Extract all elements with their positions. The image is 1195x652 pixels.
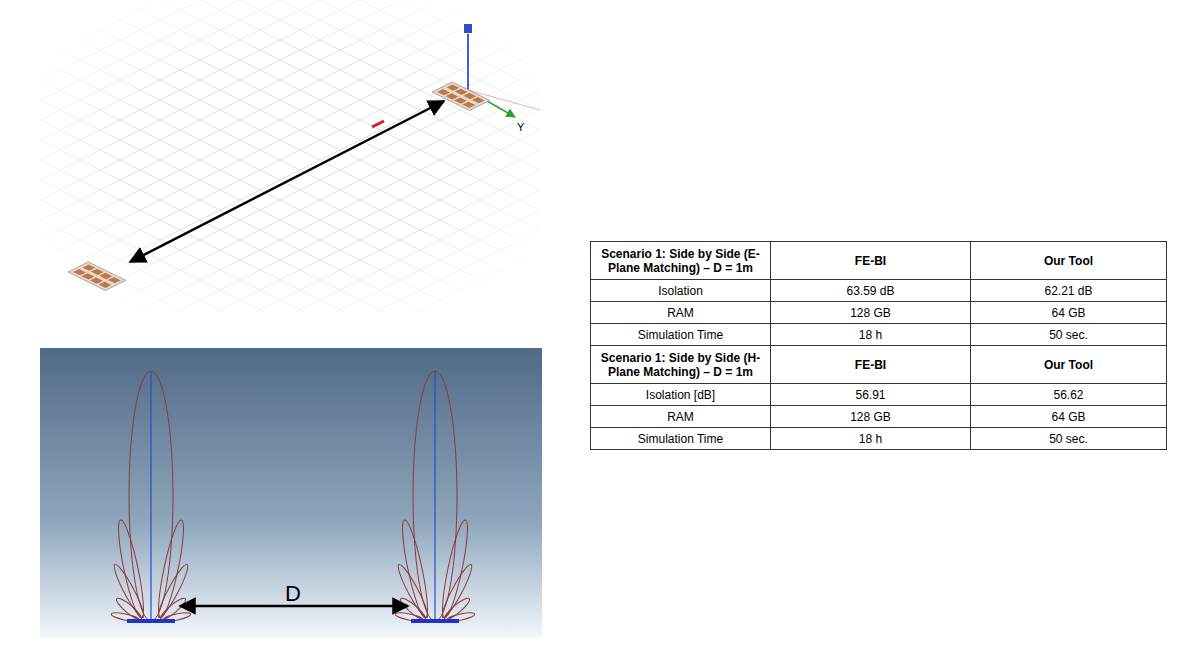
table-cell: 18 h [771, 324, 971, 346]
table-cell: Simulation Time [591, 428, 771, 450]
table-header-cell: Scenario 1: Side by Side (E-Plane Matchi… [591, 242, 771, 280]
table-row: Simulation Time18 h50 sec. [591, 428, 1167, 450]
table-grid: Scenario 1: Side by Side (E-Plane Matchi… [590, 241, 1167, 450]
table-row: Scenario 1: Side by Side (E-Plane Matchi… [591, 242, 1167, 280]
table-cell: 50 sec. [971, 428, 1167, 450]
dimension-label: D [285, 581, 301, 607]
table-row: Scenario 1: Side by Side (H-Plane Matchi… [591, 346, 1167, 384]
table-cell: 50 sec. [971, 324, 1167, 346]
table-cell: Isolation [dB] [591, 384, 771, 406]
table-header-cell: Scenario 1: Side by Side (H-Plane Matchi… [591, 346, 771, 384]
table-cell: 56.62 [971, 384, 1167, 406]
table-cell: Isolation [591, 280, 771, 302]
table-header-cell: Our Tool [971, 242, 1167, 280]
table-cell: 18 h [771, 428, 971, 450]
table-row: Isolation63.59 dB62.21 dB [591, 280, 1167, 302]
table-row: RAM128 GB64 GB [591, 302, 1167, 324]
table-row: Simulation Time18 h50 sec. [591, 324, 1167, 346]
table-header-cell: Our Tool [971, 346, 1167, 384]
table-header-cell: FE-BI [771, 242, 971, 280]
table-cell: 128 GB [771, 406, 971, 428]
radiation-render [40, 348, 542, 638]
table-cell: 64 GB [971, 406, 1167, 428]
table-cell: 128 GB [771, 302, 971, 324]
table-cell: 62.21 dB [971, 280, 1167, 302]
table-row: Isolation [dB]56.9156.62 [591, 384, 1167, 406]
axis-label: Y [517, 121, 524, 133]
table-cell: RAM [591, 302, 771, 324]
table-cell: 56.91 [771, 384, 971, 406]
table-cell: RAM [591, 406, 771, 428]
table-cell: 63.59 dB [771, 280, 971, 302]
table-header-cell: FE-BI [771, 346, 971, 384]
results-table: Scenario 1: Side by Side (E-Plane Matchi… [590, 241, 1167, 450]
model-view [40, 0, 540, 312]
table-cell: Simulation Time [591, 324, 771, 346]
table-row: RAM128 GB64 GB [591, 406, 1167, 428]
table-cell: 64 GB [971, 302, 1167, 324]
